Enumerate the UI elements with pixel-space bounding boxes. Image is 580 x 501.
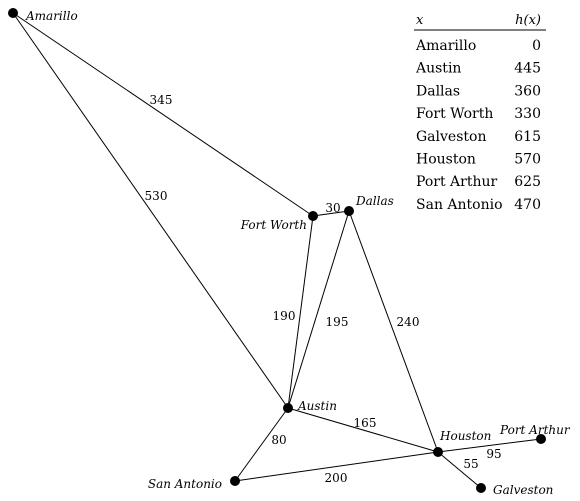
nodes-layer bbox=[8, 8, 546, 493]
node-label-austin: Austin bbox=[297, 399, 337, 413]
edge-weight-san-antonio-houston: 200 bbox=[325, 471, 348, 485]
table-cell-h: 470 bbox=[514, 197, 541, 213]
edge-austin-houston bbox=[287, 407, 439, 453]
edge-weight-austin-houston: 165 bbox=[354, 416, 377, 430]
table-row: Austin 445 bbox=[415, 61, 541, 77]
edge-weight-houston-galveston: 55 bbox=[463, 457, 478, 471]
node-label-amarillo: Amarillo bbox=[25, 9, 78, 23]
edge-weight-houston-port-arthur: 95 bbox=[486, 447, 501, 461]
node-fort-worth bbox=[308, 211, 318, 221]
node-label-port-arthur: Port Arthur bbox=[499, 423, 571, 437]
table-cell-h: 570 bbox=[514, 152, 541, 168]
node-galveston bbox=[476, 483, 486, 493]
table-row: San Antonio 470 bbox=[416, 197, 541, 213]
table-cell-h: 615 bbox=[514, 129, 541, 145]
edge-weight-amarillo-austin: 530 bbox=[145, 189, 168, 203]
edge-san-antonio-houston bbox=[234, 451, 439, 482]
node-houston bbox=[433, 447, 443, 457]
node-dallas bbox=[344, 206, 354, 216]
node-label-fort-worth: Fort Worth bbox=[240, 218, 307, 232]
table-row: Port Arthur 625 bbox=[416, 174, 541, 190]
table-cell-h: 445 bbox=[514, 61, 541, 77]
table-cell-h: 360 bbox=[514, 83, 541, 99]
edge-amarillo-austin bbox=[12, 12, 289, 409]
table-cell-city: Fort Worth bbox=[416, 106, 493, 122]
table-cell-city: Dallas bbox=[416, 83, 460, 99]
edge-weight-fort-worth-dallas: 30 bbox=[325, 201, 340, 215]
edge-weight-amarillo-fort-worth: 345 bbox=[150, 93, 173, 107]
edge-weight-dallas-austin: 195 bbox=[326, 315, 349, 329]
table-row: Amarillo 0 bbox=[415, 38, 541, 54]
edge-amarillo-fort-worth bbox=[12, 12, 314, 217]
table-row: Houston 570 bbox=[416, 152, 541, 168]
table-row: Fort Worth 330 bbox=[416, 106, 541, 122]
table-cell-city: Galveston bbox=[416, 129, 486, 145]
table-cell-city: Houston bbox=[416, 152, 476, 168]
edge-fort-worth-dallas bbox=[312, 210, 350, 217]
table-cell-h: 625 bbox=[514, 174, 541, 190]
table-cell-city: Amarillo bbox=[415, 38, 476, 54]
table-header-h: h(x) bbox=[515, 13, 541, 28]
table-cell-h: 0 bbox=[532, 38, 541, 54]
edge-houston-port-arthur bbox=[437, 438, 542, 453]
table-row: Dallas 360 bbox=[416, 83, 541, 99]
node-label-galveston: Galveston bbox=[493, 483, 553, 497]
edge-austin-san-antonio bbox=[234, 407, 289, 482]
node-label-san-antonio: San Antonio bbox=[148, 477, 222, 491]
edge-dallas-austin bbox=[287, 210, 350, 409]
edge-fort-worth-austin bbox=[287, 215, 314, 409]
table-header-x: x bbox=[416, 13, 424, 28]
node-label-houston: Houston bbox=[439, 429, 491, 443]
table-cell-city: Austin bbox=[415, 61, 461, 77]
edge-labels-layer: 345 530 30 190 195 240 165 80 200 95 55 bbox=[145, 93, 502, 485]
node-austin bbox=[283, 403, 293, 413]
node-san-antonio bbox=[230, 476, 240, 486]
edge-weight-austin-san-antonio: 80 bbox=[271, 433, 286, 447]
table-cell-city: Port Arthur bbox=[416, 174, 498, 190]
edge-weight-dallas-houston: 240 bbox=[397, 315, 420, 329]
edge-weight-fort-worth-austin: 190 bbox=[273, 309, 296, 323]
edge-dallas-houston bbox=[348, 210, 439, 453]
edge-houston-galveston bbox=[437, 451, 482, 489]
node-port-arthur bbox=[536, 434, 546, 444]
node-amarillo bbox=[8, 8, 18, 18]
table-row: Galveston 615 bbox=[416, 129, 541, 145]
edges-layer bbox=[12, 12, 542, 489]
table-cell-city: San Antonio bbox=[416, 197, 503, 213]
table-cell-h: 330 bbox=[514, 106, 541, 122]
node-label-dallas: Dallas bbox=[355, 194, 394, 208]
